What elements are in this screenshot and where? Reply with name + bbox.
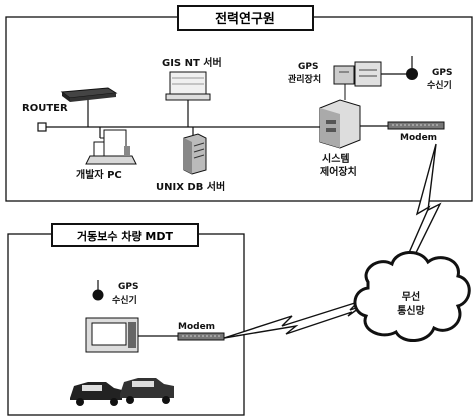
gisnt-server-label: GIS NT 서버 bbox=[162, 56, 222, 69]
unix-db-server-label: UNIX DB 서버 bbox=[156, 180, 225, 193]
gps-receiver-top-label-line2: 수신기 bbox=[427, 79, 452, 91]
wireless-link-bottom bbox=[223, 301, 363, 339]
vehicles-icon bbox=[70, 378, 174, 406]
wireless-network-cloud bbox=[353, 251, 471, 342]
gps-management-unit-icon bbox=[333, 61, 408, 87]
router-label: ROUTER bbox=[22, 103, 68, 114]
router-icon bbox=[60, 87, 118, 127]
gps-receiver-bottom-label-line2: 수신기 bbox=[112, 294, 137, 306]
system-controller-label-line2: 제어장치 bbox=[320, 165, 357, 178]
system-controller-label-line1: 시스템 bbox=[322, 153, 350, 165]
gps-management-label-line2: 관리장치 bbox=[288, 73, 321, 85]
bottom-panel-title-box bbox=[51, 223, 199, 247]
gps-management-label-line1: GPS bbox=[298, 62, 318, 72]
gisnt-server-icon bbox=[165, 71, 211, 127]
modem-bottom-label: Modem bbox=[178, 322, 215, 332]
top-panel-title: 전력연구원 bbox=[215, 11, 275, 27]
unix-db-server-icon bbox=[183, 127, 207, 175]
bottom-panel-title: 거동보수 차량 MDT bbox=[77, 229, 173, 243]
cloud-label-line1: 무선 bbox=[402, 290, 420, 303]
gps-receiver-top-label-line1: GPS bbox=[432, 68, 452, 78]
gps-receiver-icon-top bbox=[406, 56, 418, 80]
modem-top-label: Modem bbox=[400, 133, 437, 143]
gps-receiver-icon-bottom bbox=[92, 280, 104, 301]
developer-pc-icon bbox=[85, 127, 137, 165]
mdt-terminal-icon bbox=[85, 317, 178, 353]
top-panel-title-box bbox=[177, 5, 314, 31]
modem-icon-bottom bbox=[177, 332, 225, 341]
system-controller-icon bbox=[319, 84, 361, 149]
developer-pc-label: 개발자 PC bbox=[76, 168, 122, 181]
modem-icon-top bbox=[387, 121, 445, 130]
gps-receiver-bottom-label-line1: GPS bbox=[118, 282, 138, 292]
cloud-label-line2: 통신망 bbox=[397, 304, 425, 317]
router-port-icon bbox=[37, 122, 47, 132]
